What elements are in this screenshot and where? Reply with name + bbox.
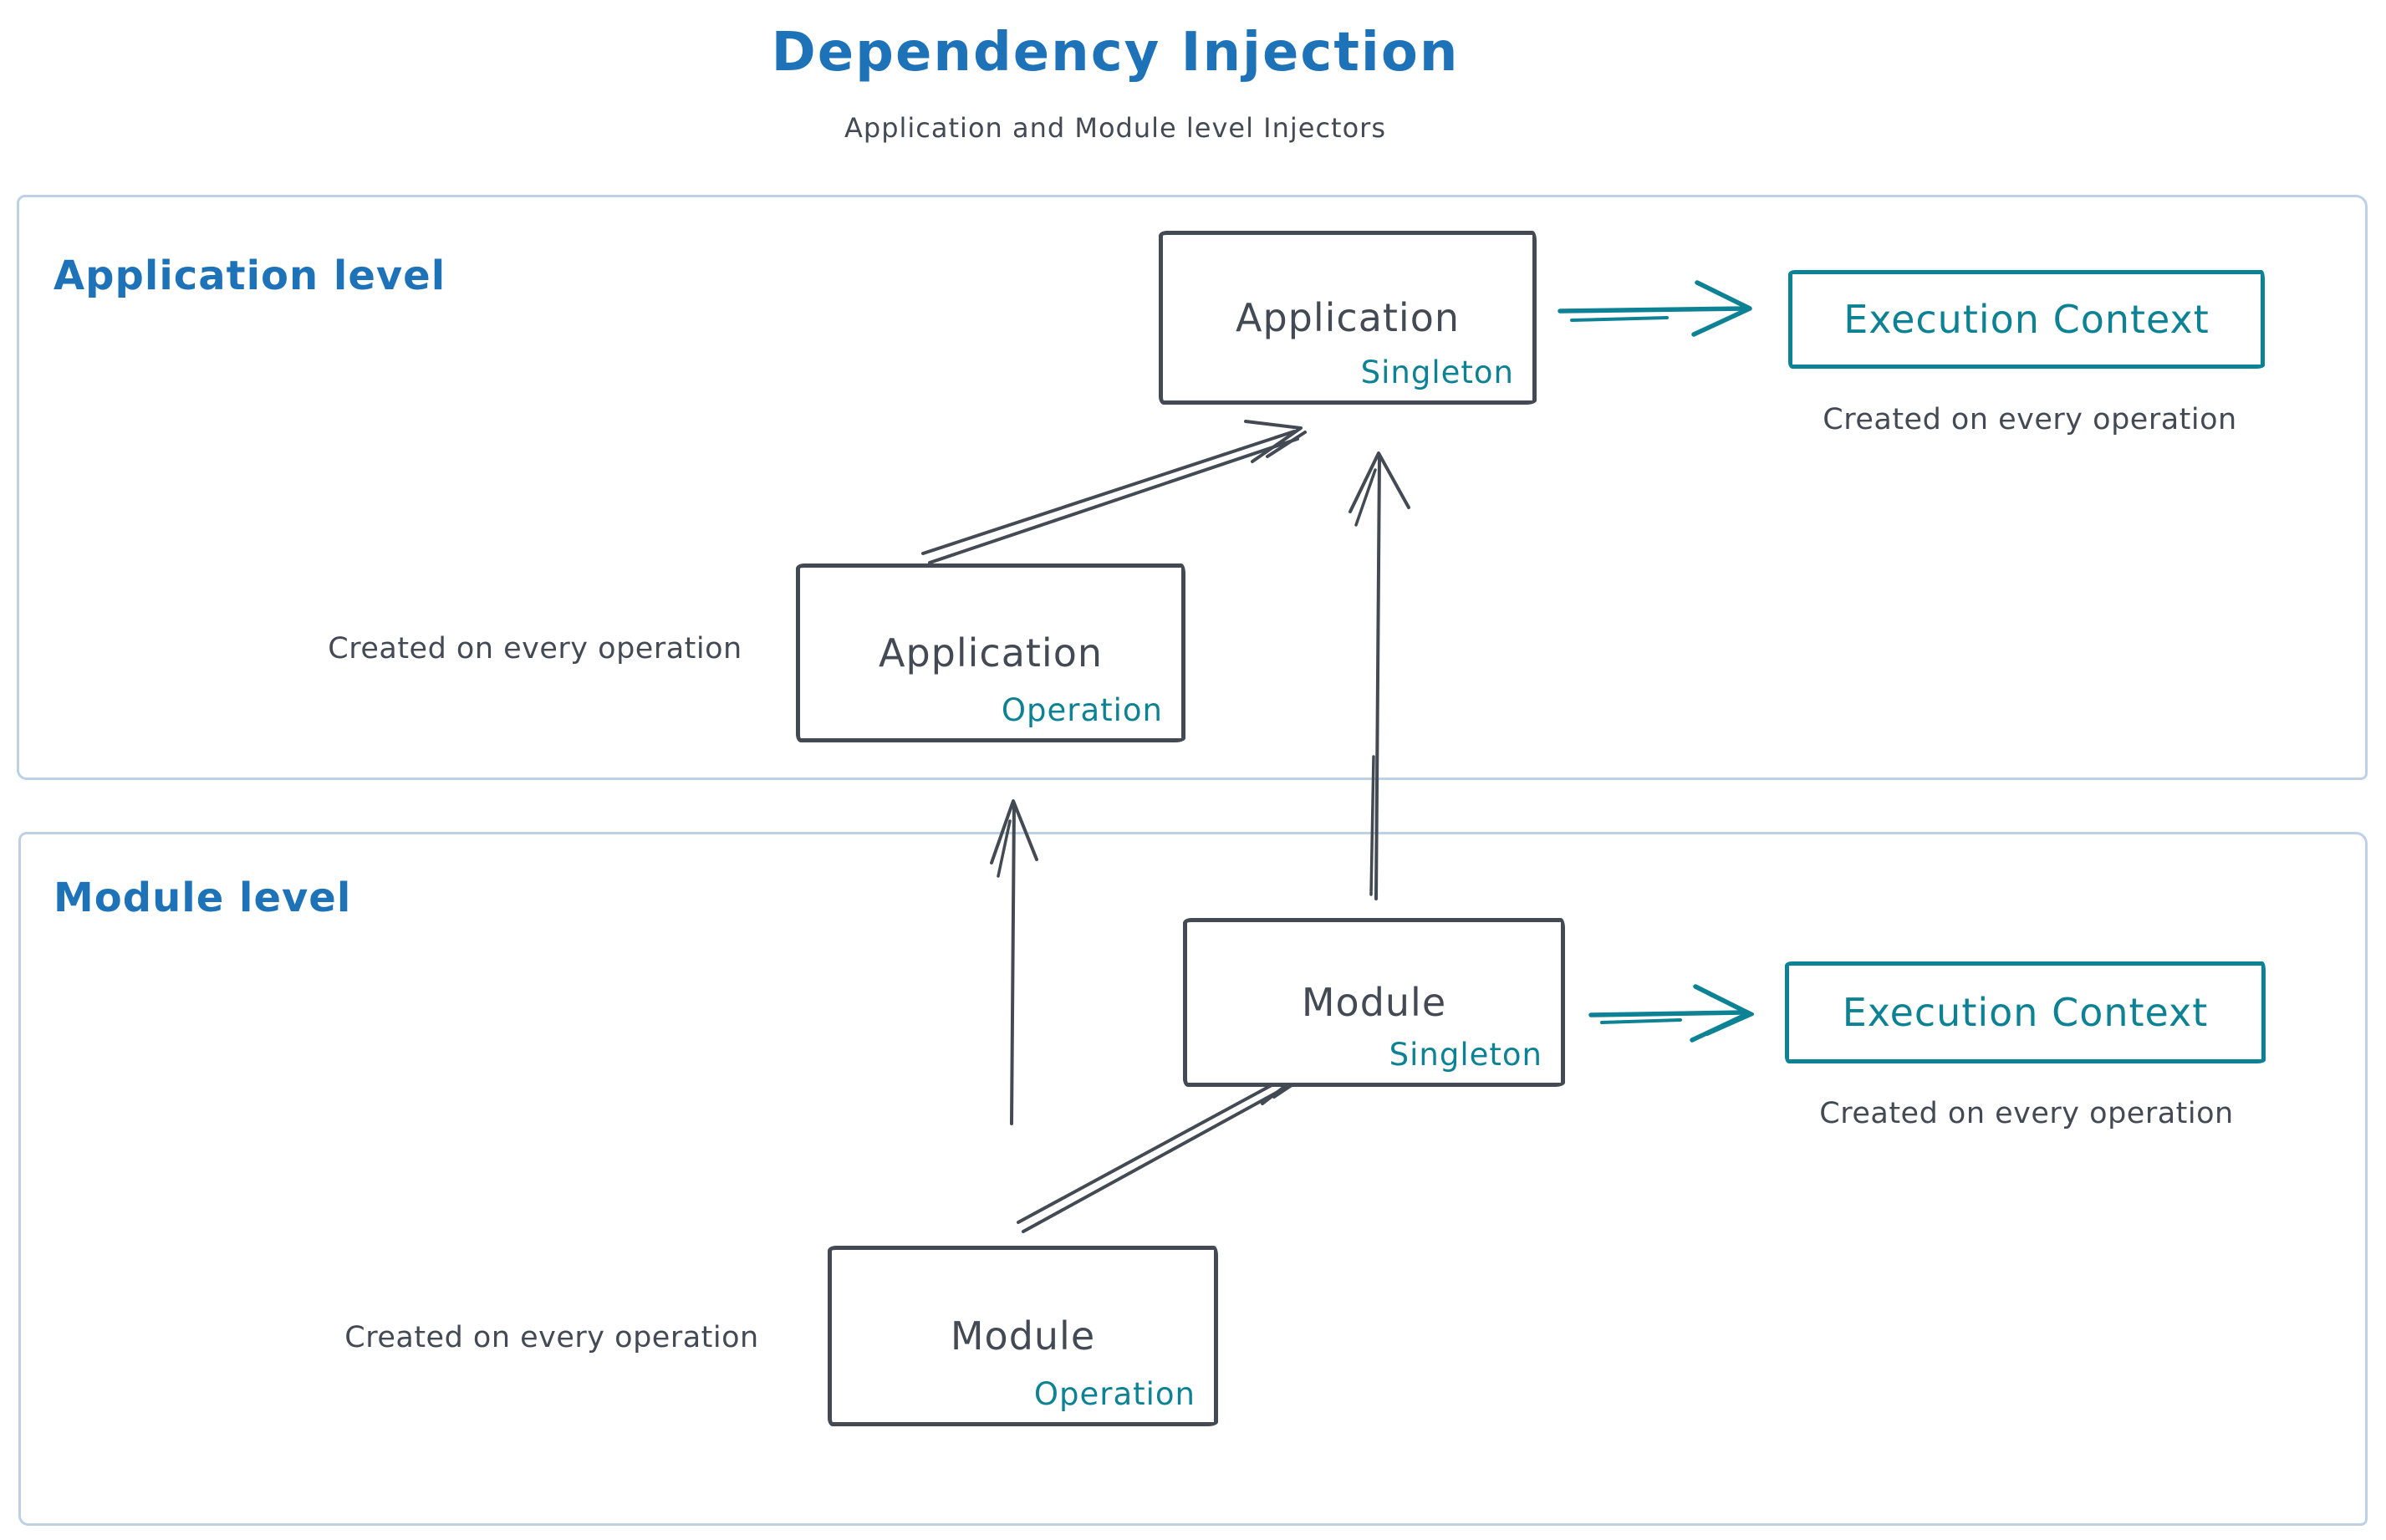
module-operation-caption: Created on every operation [344,1321,759,1354]
application-singleton-box: Application Singleton [1159,231,1537,405]
application-singleton-box-title: Application [1235,295,1461,340]
application-operation-box-title: Application [878,630,1104,676]
execution-context-box-application: Execution Context [1788,270,2265,369]
execution-context-box-module: Execution Context [1785,961,2266,1063]
module-operation-scope-label: Operation [1033,1376,1196,1412]
application-operation-box: Application Operation [796,563,1185,742]
execution-context-label-module: Execution Context [1842,990,2209,1035]
module-operation-box: Module Operation [828,1246,1218,1426]
module-context-caption: Created on every operation [1819,1097,2234,1130]
application-singleton-scope-label: Singleton [1360,354,1514,390]
page-title: Dependency Injection [771,22,1460,84]
module-singleton-scope-label: Singleton [1389,1037,1542,1073]
application-operation-caption: Created on every operation [328,632,742,665]
module-singleton-box: Module Singleton [1183,918,1565,1087]
module-singleton-box-title: Module [1301,980,1447,1025]
application-level-label: Application level [54,252,446,299]
application-level-container [17,195,2368,780]
module-level-container [18,832,2368,1526]
module-operation-box-title: Module [950,1313,1096,1359]
page-subtitle: Application and Module level Injectors [844,112,1386,144]
module-level-label: Module level [54,875,352,921]
execution-context-label-application: Execution Context [1843,297,2210,342]
application-context-caption: Created on every operation [1823,403,2237,436]
application-operation-scope-label: Operation [1001,692,1163,728]
